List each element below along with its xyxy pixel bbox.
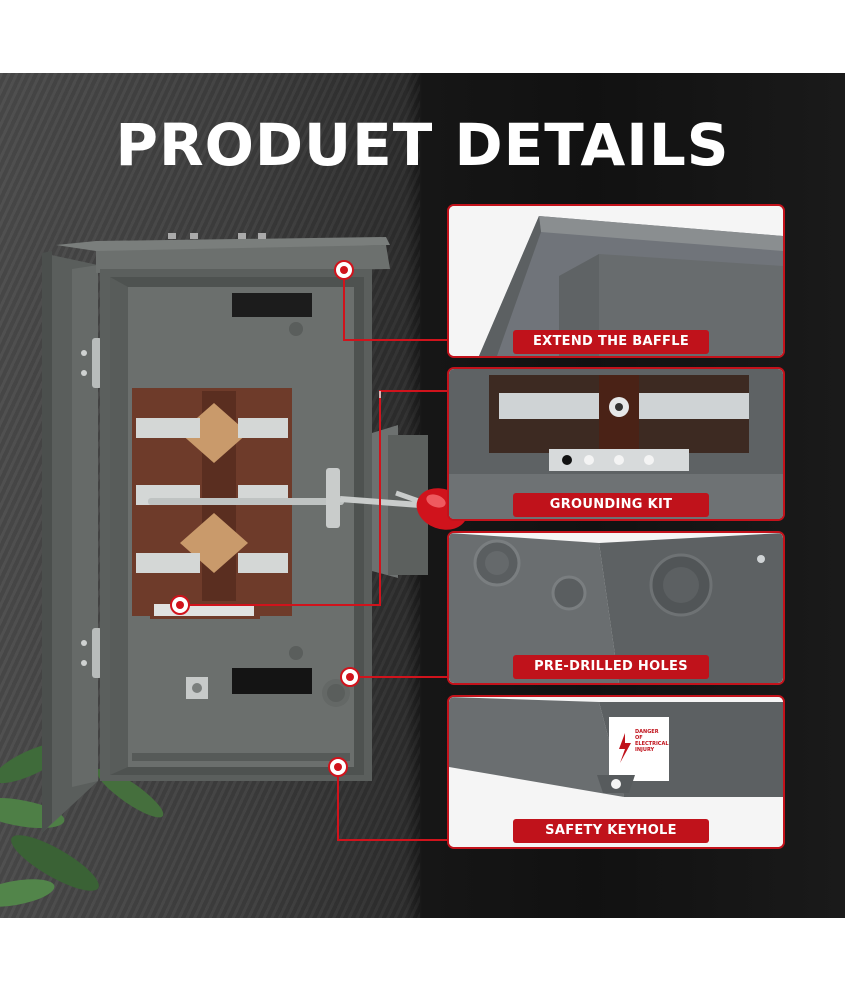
- enclosure-illustration: [0, 233, 468, 907]
- page-title: PRODUET DETAILS: [115, 111, 730, 179]
- baffle-closeup-image: [449, 206, 783, 356]
- warning-text: OF ELECTRICAL INJURY: [635, 735, 669, 753]
- warning-heading: DANGER: [635, 729, 659, 735]
- lightning-bolt-icon: [619, 733, 631, 763]
- keyhole-tab-closeup-image: [449, 697, 783, 847]
- detail-label-keyhole: SAFETY KEYHOLE: [513, 819, 709, 843]
- callout-dot-icon: [170, 260, 360, 777]
- callout-lines: [180, 270, 448, 841]
- detail-card-holes: PRE-DRILLED HOLES: [447, 531, 785, 685]
- detail-label-baffle: EXTEND THE BAFFLE: [513, 330, 709, 354]
- detail-card-keyhole: DANGER OF ELECTRICAL INJURY SAFETY KEYHO…: [447, 695, 785, 849]
- enclosure-door: [42, 251, 102, 833]
- detail-card-grounding: GROUNDING KIT: [447, 367, 785, 521]
- dark-background-panel: PRODUET DETAILS: [0, 73, 845, 918]
- switch-assembly: [132, 388, 344, 619]
- detail-card-baffle: EXTEND THE BAFFLE: [447, 204, 785, 358]
- grounding-bar-closeup-image: [449, 369, 783, 519]
- warning-label: DANGER OF ELECTRICAL INJURY: [635, 729, 669, 753]
- detail-label-grounding: GROUNDING KIT: [513, 493, 709, 517]
- detail-label-holes: PRE-DRILLED HOLES: [513, 655, 709, 679]
